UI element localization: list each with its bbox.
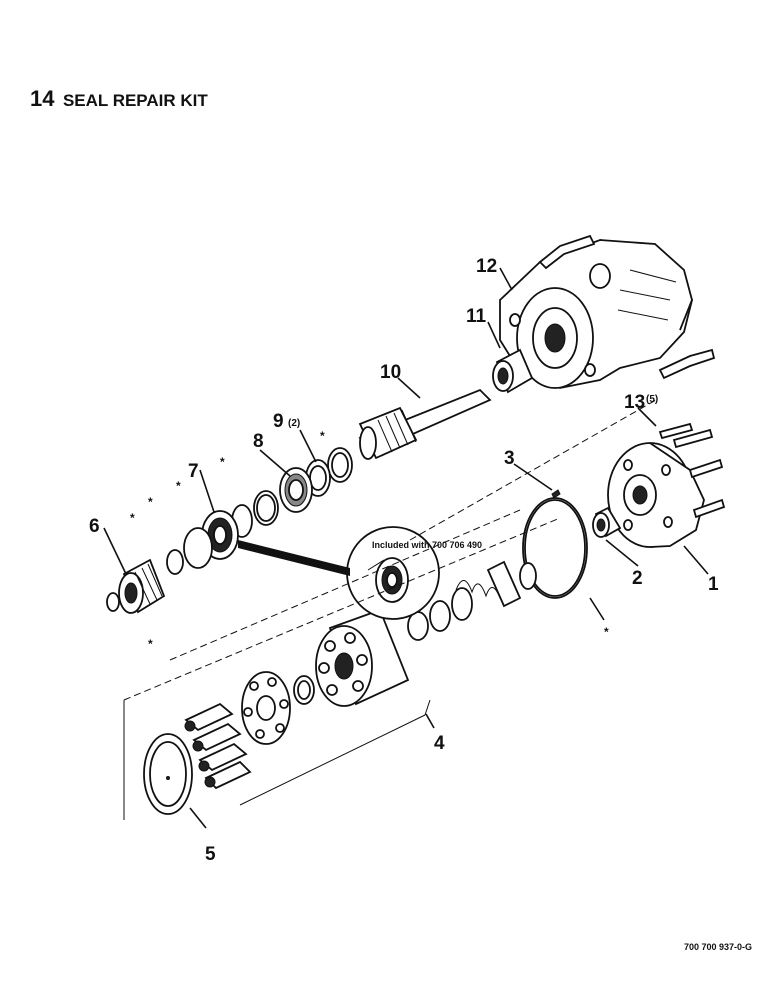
part-3-pin bbox=[551, 489, 561, 499]
callout-4: 4 bbox=[434, 733, 445, 754]
seal-marker-e: * bbox=[148, 637, 153, 651]
callout-1: 1 bbox=[708, 574, 719, 595]
snap-ring bbox=[519, 562, 537, 590]
seal-marker-9: * bbox=[320, 429, 325, 443]
callout-3: 3 bbox=[504, 448, 515, 469]
seal-marker-a: * bbox=[220, 455, 225, 469]
callout-5: 5 bbox=[205, 844, 216, 865]
callout-9: 9 bbox=[273, 411, 284, 432]
seal-markers: * * * * * * * bbox=[130, 429, 609, 651]
section-number: 14 bbox=[30, 86, 55, 111]
qty-13: (5) bbox=[646, 394, 658, 405]
part-5-swashplate bbox=[143, 733, 193, 815]
part-12-housing bbox=[499, 234, 716, 389]
callout-labels: 1 2 3 4 5 6 7 8 9 (2) 10 11 12 13 (5) bbox=[89, 256, 719, 865]
callout-11: 11 bbox=[466, 306, 487, 327]
leader-lines bbox=[103, 267, 709, 829]
inset-pointer bbox=[238, 540, 350, 576]
part-11-bearing bbox=[492, 348, 534, 394]
section-title: SEAL REPAIR KIT bbox=[62, 91, 208, 110]
callout-10: 10 bbox=[380, 362, 401, 383]
part-2-bushing bbox=[592, 506, 622, 538]
seal-marker-b: * bbox=[176, 479, 181, 493]
inset-note: Included with 700 706 490 bbox=[372, 540, 482, 550]
page-title: 14 SEAL REPAIR KIT bbox=[30, 86, 208, 112]
qty-9: (2) bbox=[288, 418, 300, 429]
callout-7: 7 bbox=[188, 461, 199, 482]
part-6-coupling bbox=[106, 558, 166, 614]
part-13-bolts bbox=[658, 422, 726, 519]
seal-rings-group bbox=[231, 490, 279, 538]
document-number: 700 700 937-0-G bbox=[683, 942, 752, 952]
callout-8: 8 bbox=[253, 431, 264, 452]
part-4-rotating-group bbox=[241, 560, 522, 745]
seal-marker-f: * bbox=[604, 625, 609, 639]
included-kit-inset: Included with 700 706 490 bbox=[238, 526, 482, 620]
part-10-shaft bbox=[358, 388, 492, 460]
callout-12: 12 bbox=[476, 256, 497, 277]
callout-2: 2 bbox=[632, 568, 643, 589]
pistons bbox=[184, 702, 252, 790]
part-8-bearing bbox=[279, 467, 313, 513]
o-ring-large bbox=[522, 497, 588, 599]
retaining-rings bbox=[166, 527, 213, 575]
callout-6: 6 bbox=[89, 516, 100, 537]
seal-marker-d: * bbox=[130, 511, 135, 525]
part-1-end-cover bbox=[607, 442, 705, 548]
callout-13: 13 bbox=[624, 392, 645, 413]
seal-marker-c: * bbox=[148, 495, 153, 509]
